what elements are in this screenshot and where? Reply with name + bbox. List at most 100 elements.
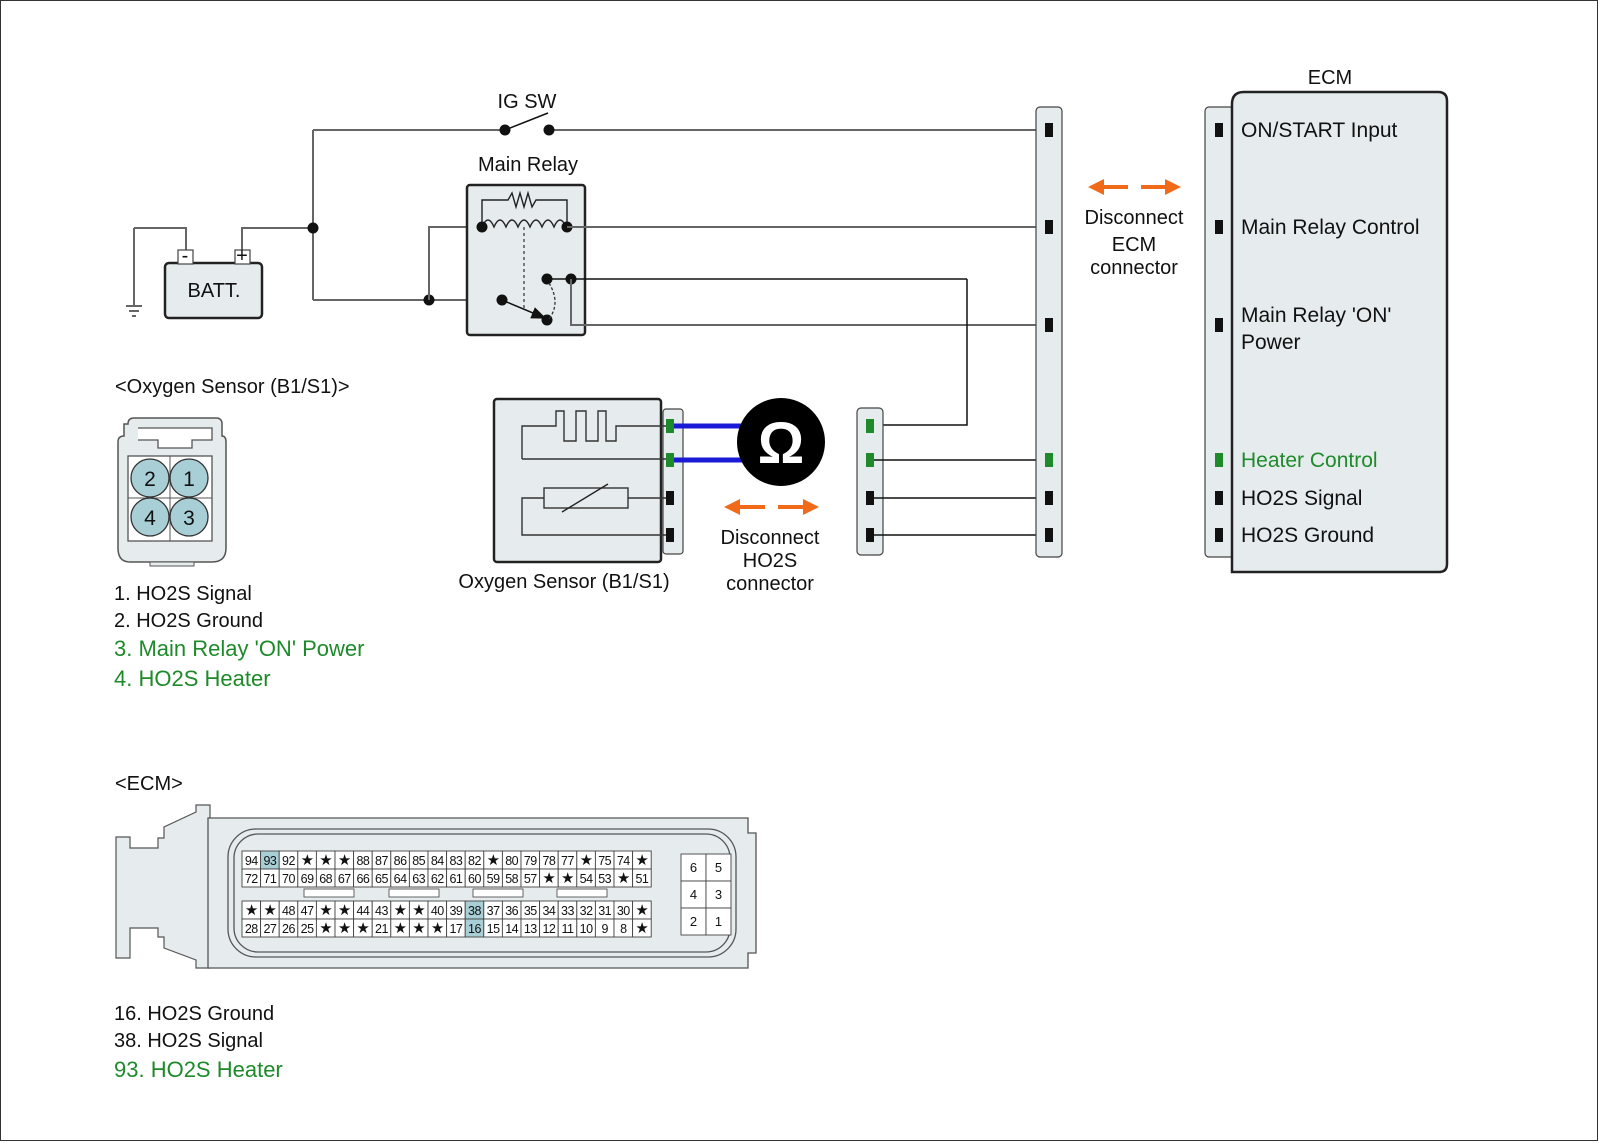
sensor-pin-3: 3	[183, 507, 195, 530]
connector-key-slot	[556, 888, 608, 898]
sensor-legend-item: 2. HO2S Ground	[114, 610, 263, 632]
ecm-pin-unused: ★	[263, 902, 276, 919]
main-relay	[465, 183, 587, 337]
disconnect-arrows-icon	[724, 499, 819, 515]
sensor-pin-4: 4	[144, 507, 156, 530]
ecm-pin-number: 88	[356, 854, 369, 868]
ecm-pin-number: 14	[505, 922, 518, 936]
sensor-caption: Oxygen Sensor (B1/S1)	[458, 571, 669, 593]
ecm-pin-number: 63	[412, 872, 425, 886]
main-relay-label: Main Relay	[478, 154, 578, 176]
sensor-legend-item: 1. HO2S Signal	[114, 583, 252, 605]
ecm-pin-number: 12	[542, 922, 555, 936]
ecm-pin-unused: ★	[338, 852, 351, 869]
ecm-legend-item: 38. HO2S Signal	[114, 1030, 263, 1052]
ecm-pin-number: 37	[487, 904, 500, 918]
ecm-pin-number: 59	[487, 872, 500, 886]
sensor-legend-item: 3. Main Relay 'ON' Power	[114, 636, 365, 661]
ecm-pin-unused: ★	[394, 920, 407, 937]
ecm-module	[1204, 90, 1449, 574]
ho2s-disconnect-line3: connector	[726, 573, 814, 595]
ecm-pin-unused: ★	[356, 920, 369, 937]
ecm-aux-pin-cell	[680, 880, 707, 909]
ecm-aux-pin-number: 5	[715, 860, 722, 875]
ig-switch-label: IG SW	[498, 91, 557, 113]
ecm-pin-number: 43	[375, 904, 388, 918]
ecm-pin-number: 82	[468, 854, 481, 868]
ecm-pin-number: 34	[542, 904, 555, 918]
ecm-pin-number: 75	[598, 854, 611, 868]
ecm-terminal-label: Power	[1241, 331, 1301, 354]
ecm-pin-unused: ★	[338, 902, 351, 919]
ecm-pin-number: 83	[449, 854, 462, 868]
ecm-pin-number: 51	[635, 872, 648, 886]
ecm-pin-unused: ★	[301, 852, 314, 869]
ecm-pin-number: 15	[487, 922, 500, 936]
ecm-aux-pin-cell	[705, 907, 732, 936]
junction-dot	[307, 222, 319, 234]
ecm-pin-number: 35	[524, 904, 537, 918]
ecm-pin-number: 53	[598, 872, 611, 886]
relay-coil-icon	[481, 219, 567, 229]
ecm-terminal-label: HO2S Ground	[1241, 524, 1374, 547]
ecm-pin-unused: ★	[561, 870, 574, 887]
battery-label: BATT.	[188, 280, 241, 302]
ecm-title: ECM	[1308, 67, 1352, 89]
ecm-pin-number: 66	[356, 872, 369, 886]
ecm-pin-number: 9	[601, 922, 608, 936]
ecm-pin-unused: ★	[319, 902, 332, 919]
oxygen-sensor	[492, 397, 684, 564]
ecm-disconnect-line3: connector	[1090, 257, 1178, 279]
ground-symbol-icon	[126, 228, 142, 317]
ecm-pin-unused: ★	[580, 852, 593, 869]
ecm-pin-number: 78	[542, 854, 555, 868]
ecm-pin-number: 17	[449, 922, 462, 936]
ecm-pin-number: 72	[245, 872, 258, 886]
ecm-pin-number: 77	[561, 854, 574, 868]
ecm-terminal-label: Main Relay Control	[1241, 216, 1420, 239]
ecm-pin-unused: ★	[617, 870, 630, 887]
ecm-terminal-label: ON/START Input	[1241, 119, 1398, 142]
ecm-pin-number: 86	[394, 854, 407, 868]
ecm-pin-number: 30	[617, 904, 630, 918]
ecm-pin-number: 94	[245, 854, 258, 868]
ecm-aux-pin-number: 6	[690, 860, 697, 875]
ecm-aux-pin-number: 1	[715, 914, 722, 929]
sensor-pin-1: 1	[183, 468, 195, 491]
ecm-pin-number: 58	[505, 872, 518, 886]
ohmmeter[interactable]: Ω	[737, 398, 825, 486]
ecm-disconnect-line2: ECM	[1112, 234, 1156, 256]
ecm-pin-unused: ★	[412, 902, 425, 919]
ecm-pin-number: 13	[524, 922, 537, 936]
ecm-harness-connector[interactable]	[1035, 106, 1063, 558]
ecm-pin-number: 64	[394, 872, 407, 886]
ecm-aux-pin-cell	[705, 880, 732, 909]
ignition-switch[interactable]	[499, 112, 555, 136]
ecm-pin-number: 70	[282, 872, 295, 886]
ecm-pin-number: 47	[301, 904, 314, 918]
ecm-pin-unused: ★	[635, 852, 648, 869]
ecm-aux-pin-number: 2	[690, 914, 697, 929]
ecm-pin-number: 62	[431, 872, 444, 886]
ecm-pin-unused: ★	[635, 902, 648, 919]
ecm-terminal-label: HO2S Signal	[1241, 487, 1362, 510]
ho2s-harness-connector[interactable]	[856, 407, 884, 556]
ecm-pin-unused: ★	[635, 920, 648, 937]
ecm-connector-title: <ECM>	[115, 773, 183, 795]
ecm-pin-number: 71	[263, 872, 276, 886]
ecm-pin-number: 28	[245, 922, 258, 936]
ecm-pin-unused: ★	[319, 920, 332, 937]
ecm-pin-number: 39	[449, 904, 462, 918]
ecm-pin-number: 80	[505, 854, 518, 868]
ecm-aux-pin-number: 3	[715, 887, 722, 902]
ecm-pin-number: 54	[580, 872, 593, 886]
sensor-pin-legend: 1. HO2S Signal 2. HO2S Ground 3. Main Rela…	[114, 583, 365, 691]
ecm-pin-unused: ★	[338, 920, 351, 937]
ohm-symbol-icon: Ω	[758, 411, 805, 476]
battery: - + BATT.	[163, 245, 264, 320]
ecm-pin-number: 27	[263, 922, 276, 936]
ecm-pin-unused: ★	[394, 902, 407, 919]
